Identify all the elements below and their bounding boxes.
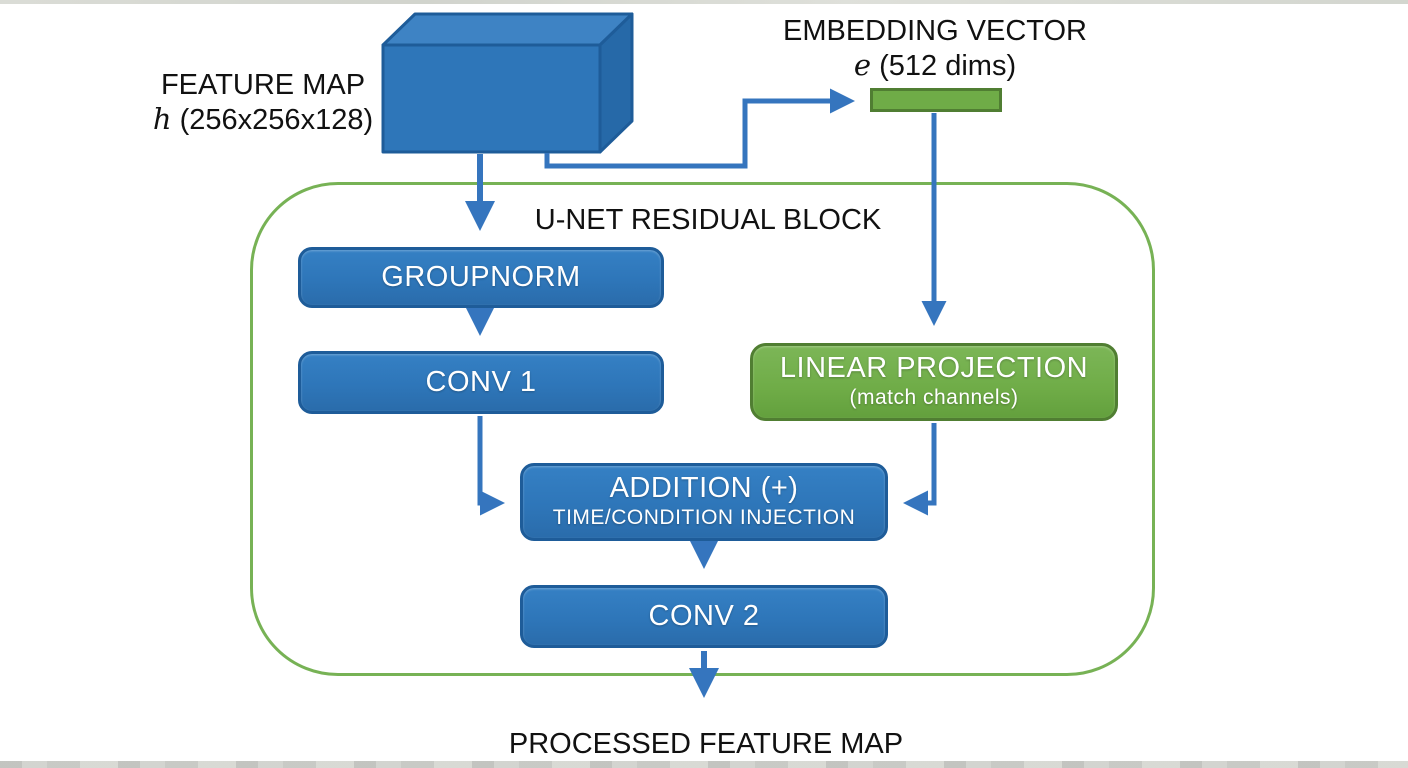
embedding-vector-label: EMBEDDING VECTOR e (512 dims) <box>783 14 1087 83</box>
processed-feature-map-label: PROCESSED FEATURE MAP <box>508 728 904 760</box>
conv1-label: CONV 1 <box>425 365 537 398</box>
addition-sublabel: TIME/CONDITION INJECTION <box>552 506 856 530</box>
conv2-label: CONV 2 <box>648 599 760 632</box>
arrow-conv1-to-addition <box>477 416 505 516</box>
embedding-label-line1: EMBEDDING VECTOR <box>782 15 1088 47</box>
feature-map-cuboid-icon <box>381 12 634 154</box>
feature-map-label: FEATURE MAP h (256x256x128) <box>153 68 373 137</box>
arrow-featuremap-to-embedding <box>544 88 855 169</box>
linear-projection-sublabel: (match channels) <box>849 386 1019 410</box>
block-groupnorm: GROUPNORM <box>298 247 664 308</box>
addition-label: ADDITION (+) <box>609 472 799 505</box>
embedding-dims: (512 dims) <box>871 50 1017 83</box>
embedding-variable: e <box>853 48 872 83</box>
block-addition: ADDITION (+) TIME/CONDITION INJECTION <box>520 463 888 541</box>
top-edge-artifact <box>0 0 1408 4</box>
feature-map-variable: h <box>152 102 172 137</box>
linear-projection-label: LINEAR PROJECTION <box>779 352 1089 385</box>
feature-map-label-line1: FEATURE MAP <box>160 69 366 101</box>
block-conv1: CONV 1 <box>298 351 664 414</box>
block-conv2: CONV 2 <box>520 585 888 648</box>
feature-map-label-line2: h (256x256x128) <box>153 102 373 137</box>
block-linear-projection: LINEAR PROJECTION (match channels) <box>750 343 1118 421</box>
feature-map-dims: (256x256x128) <box>171 104 374 137</box>
bottom-edge-artifact <box>0 761 1408 768</box>
groupnorm-label: GROUPNORM <box>381 260 581 293</box>
arrow-linear-to-addition <box>903 423 937 516</box>
embedding-vector-bar <box>870 88 1002 112</box>
unet-residual-block-title: U-NET RESIDUAL BLOCK <box>534 204 882 236</box>
embedding-label-line2: e (512 dims) <box>783 48 1087 83</box>
